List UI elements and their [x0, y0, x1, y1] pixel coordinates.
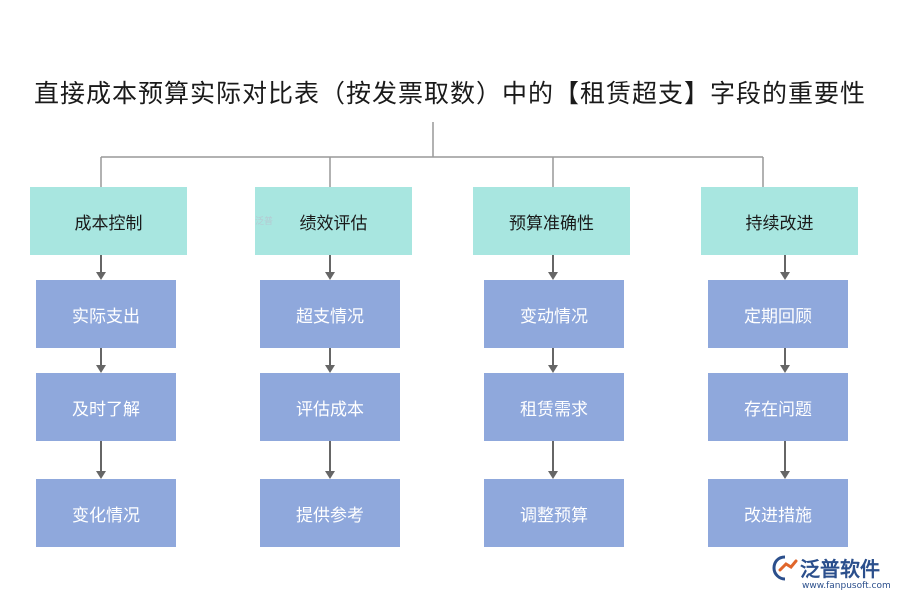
arrow-head [325, 365, 335, 373]
fanpu-logo-icon [772, 555, 798, 581]
arrow-head [96, 365, 106, 373]
item-box: 评估成本 [260, 373, 400, 441]
arrow-head [780, 471, 790, 479]
header-box-cost-control: 成本控制 [30, 187, 187, 255]
item-box: 实际支出 [36, 280, 176, 348]
item-box: 调整预算 [484, 479, 624, 547]
item-box: 提供参考 [260, 479, 400, 547]
arrow-head [96, 272, 106, 280]
watermark: 泛普 [255, 217, 274, 227]
header-box-budget-accuracy: 预算准确性 [473, 187, 630, 255]
item-box: 租赁需求 [484, 373, 624, 441]
arrow-head [325, 471, 335, 479]
item-box: 存在问题 [708, 373, 848, 441]
logo-name: 泛普软件 [800, 557, 880, 581]
item-box: 及时了解 [36, 373, 176, 441]
item-box: 变化情况 [36, 479, 176, 547]
arrow-head [780, 365, 790, 373]
arrow-head [325, 272, 335, 280]
item-box: 改进措施 [708, 479, 848, 547]
header-box-continuous-improvement: 持续改进 [701, 187, 858, 255]
arrow-head [780, 272, 790, 280]
item-box: 变动情况 [484, 280, 624, 348]
item-box: 超支情况 [260, 280, 400, 348]
item-box: 定期回顾 [708, 280, 848, 348]
diagram-title: 直接成本预算实际对比表（按发票取数）中的【租赁超支】字段的重要性 [33, 79, 866, 108]
arrow-head [548, 471, 558, 479]
logo-url: www.fanpusoft.com [802, 581, 891, 591]
arrow-head [548, 272, 558, 280]
arrow-head [548, 365, 558, 373]
header-box-performance: 绩效评估 [255, 187, 412, 255]
brand-logo: 泛普软件 www.fanpusoft.com [770, 553, 900, 598]
arrow-head [96, 471, 106, 479]
